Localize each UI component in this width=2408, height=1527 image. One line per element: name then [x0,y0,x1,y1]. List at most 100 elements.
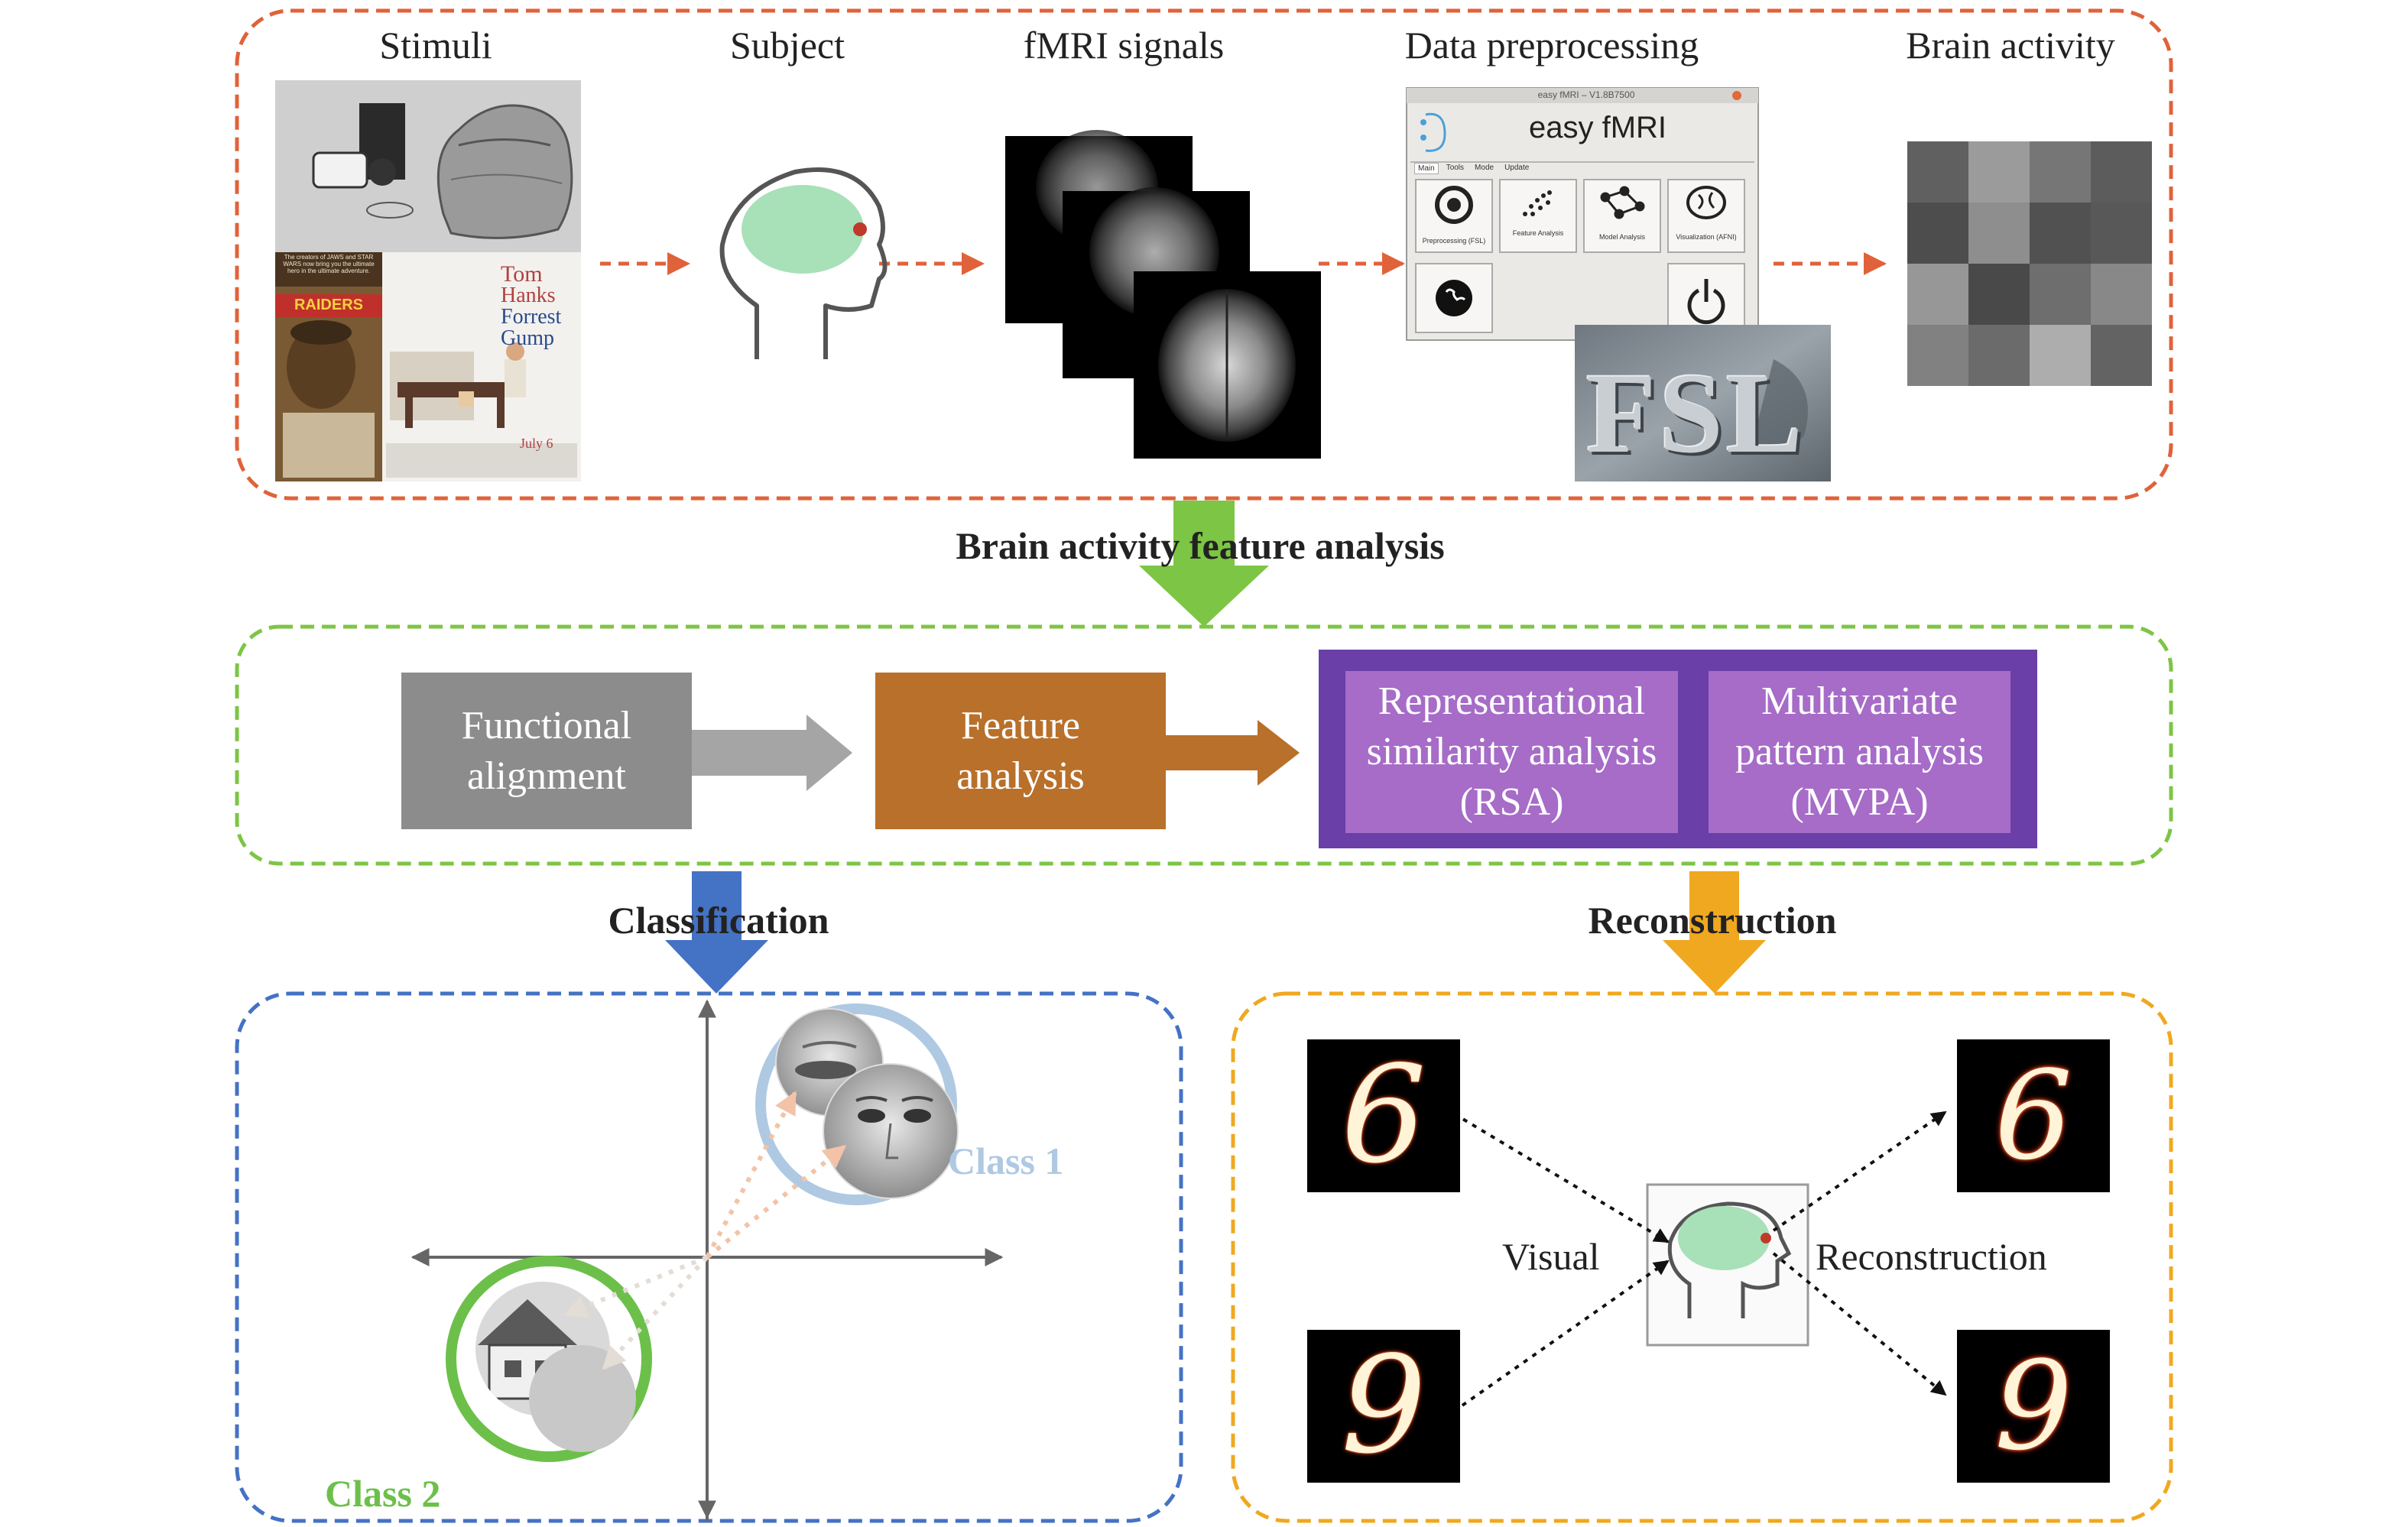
activity-cell [1968,141,2030,203]
visual-label: Visual [1502,1235,1600,1278]
mnist-input-9: 9 [1307,1330,1460,1483]
rsa-line2: similarity analysis [1366,730,1657,773]
section-title: Brain activity feature analysis [956,524,1445,567]
rsa-line3: (RSA) [1459,780,1564,824]
visualization-icon [1686,186,1726,219]
activity-cell [2030,203,2091,264]
mnist-output-9: 9 [1957,1330,2110,1483]
activity-cell [2091,203,2152,264]
shoe-icon [436,104,573,239]
fsl-logo-text: FSL [1586,350,1806,477]
model-analysis-icon [1600,186,1645,219]
subject-head [719,167,888,359]
gump-hanks: Hanks [501,284,556,307]
activity-cell [1968,203,2030,264]
btn-label-visualization[interactable]: Visualization (AFNI) [1676,233,1737,241]
label-stimuli: Stimuli [379,24,492,66]
gump-gump: Gump [501,326,554,350]
digit-input-6: 6 [1341,1038,1426,1193]
digit-output-9: 9 [1994,1334,2072,1477]
label-data-preprocessing: Data preprocessing [1404,24,1699,66]
activity-cell [2030,141,2091,203]
class2-ring [446,1256,652,1462]
stimuli-images [275,80,581,481]
gump-forrest: Forrest [501,305,562,329]
functional-alignment-box [401,673,692,829]
rsa-box [1345,671,1678,833]
raiders-title: RAIDERS [294,297,363,313]
blue-down-arrow [665,871,768,994]
activity-cell [2091,325,2152,386]
activity-cell [2091,141,2152,203]
tab-mode[interactable]: Mode [1475,164,1494,172]
arrow-origin-to-face-2 [706,1144,847,1260]
yellow-down-arrow [1663,871,1766,994]
reconstruction-title: Reconstruction [1588,899,1837,942]
reconstruction-label: Reconstruction [1816,1235,2047,1278]
fmri-stack [1005,130,1321,459]
top-frame [235,8,2173,501]
functional-alignment-label: Functional alignment [401,673,692,829]
activity-cell [1907,141,1968,203]
mnist-output-6: 6 [1957,1039,2110,1192]
arrow-alignment-to-feature [692,715,852,791]
activity-cell [1907,325,1968,386]
feature-analysis-icon [1523,190,1552,216]
raiders-tagline: The creators of JAWS and STAR WARS now b… [283,254,375,274]
class2-label: Class 2 [325,1472,441,1515]
green-down-arrow [1139,501,1269,627]
mvpa-line3: (MVPA) [1790,780,1929,824]
activity-cell [1968,264,2030,325]
arrow-origin-to-house [563,1255,709,1318]
easy-fmri-window-title: easy fMRI – V1.8B7500 [1537,89,1635,100]
bench-icon [398,382,512,397]
btn-label-model-analysis[interactable]: Model Analysis [1598,233,1646,241]
easy-fmri-title: easy fMRI [1528,111,1667,144]
activity-cell [2030,325,2091,386]
preprocessing-icon [1435,186,1473,224]
tab-update[interactable]: Update [1504,164,1530,172]
easy-fmri-tabs: Main Tools Mode Update [1414,163,1532,174]
chat-icon [1436,280,1472,316]
label-fmri-signals: fMRI signals [1023,24,1225,66]
fa-line2: alignment [467,754,626,798]
rsa-label: Representational similarity analysis (RSA) [1345,671,1678,833]
gump-date: July 6 [520,436,553,451]
easy-fmri-window [1406,87,1759,341]
classification-frame [235,991,1183,1523]
digit-output-6: 6 [1994,1044,2072,1187]
tab-main[interactable]: Main [1414,163,1439,174]
activity-cell [1907,203,1968,264]
activity-cell [2030,264,2091,325]
activity-cell [1968,325,2030,386]
mvpa-line1: Multivariate [1761,679,1959,723]
fa-line1: Functional [461,703,632,747]
power-icon [1687,288,1725,325]
btn-label-feature-analysis[interactable]: Feature Analysis [1512,229,1564,237]
tab-tools[interactable]: Tools [1446,164,1465,172]
reconstruction-head [1646,1183,1809,1347]
brain-icon [742,185,864,274]
activity-cell [1907,264,1968,325]
gump-title-block: Tom Hanks Forrest Gump [501,261,577,350]
arrow-reconstruct-6 [1772,1110,1947,1232]
activity-cell [2091,264,2152,325]
easy-fmri-logo-icon [1425,112,1446,152]
btn-label-preprocessing[interactable]: Preprocessing (FSL) [1422,237,1486,245]
arrow-visual-6 [1443,1107,1670,1243]
label-subject: Subject [730,24,845,66]
rsa-line1: Representational [1378,679,1646,723]
feature-analysis-box [875,673,1166,829]
classification-title: Classification [608,899,829,942]
gump-tom: Tom [501,261,543,287]
mvpa-box [1709,671,2010,833]
reconstruction-frame [1231,991,2173,1523]
arrow-origin-to-circle [602,1255,709,1370]
fe-line2: analysis [956,754,1085,798]
digit-input-9: 9 [1341,1328,1426,1483]
arrow-feature-to-methods [1166,720,1300,786]
label-brain-activity: Brain activity [1906,24,2115,66]
